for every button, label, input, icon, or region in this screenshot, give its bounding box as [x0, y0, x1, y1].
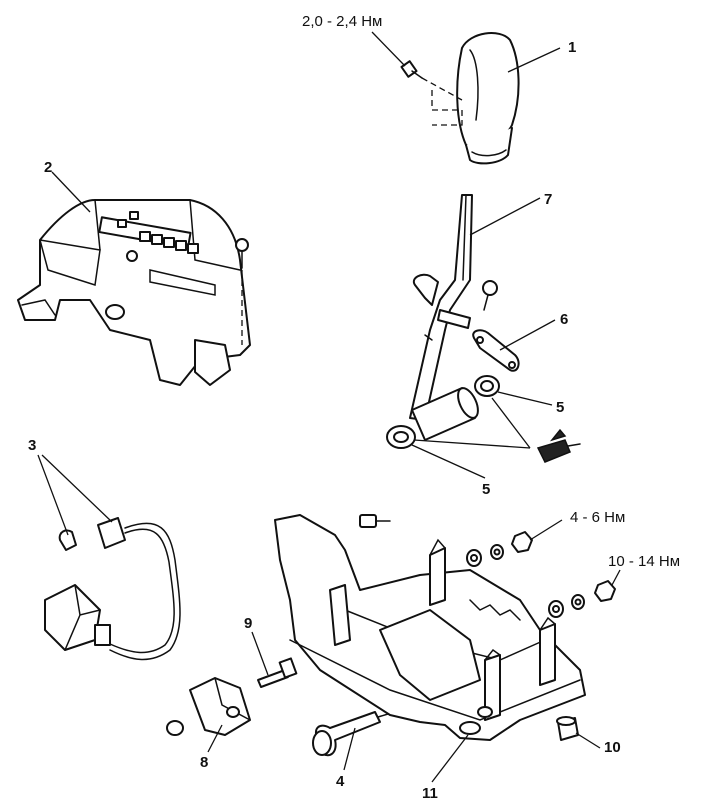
callout-8: 8 [200, 754, 208, 771]
callout-10: 10 [604, 739, 621, 756]
pivot-bolt [257, 657, 298, 688]
callout-7: 7 [544, 191, 552, 208]
bushing-upper [474, 375, 500, 397]
base-bracket [274, 514, 586, 741]
callout-4: 4 [336, 773, 345, 790]
bracket-bolt [359, 514, 391, 528]
callout-9: 9 [244, 615, 252, 632]
wiring-harness [44, 517, 181, 661]
bushing-lower [386, 425, 416, 449]
switch-plate [166, 677, 251, 736]
callout-3: 3 [28, 437, 36, 454]
pin-sleeve [411, 387, 479, 441]
selector-cover [17, 199, 251, 386]
indicator-slots [117, 211, 199, 254]
lever-bolt [482, 280, 498, 311]
shift-knob [456, 32, 520, 165]
leader-lines [37, 31, 621, 783]
callout-5a: 5 [556, 399, 564, 416]
washer-set-large [548, 580, 616, 618]
callout-5b: 5 [482, 481, 490, 498]
callout-1: 1 [568, 39, 576, 56]
washer-set-small [466, 531, 533, 567]
detent-plate [472, 329, 520, 372]
long-pin [312, 711, 389, 757]
collar [556, 716, 579, 741]
torque-small-nut: 4 - 6 Нм [570, 509, 625, 526]
callout-2: 2 [44, 159, 52, 176]
grease-icon [536, 428, 581, 463]
knob-screw [400, 60, 423, 79]
callout-11: 11 [422, 785, 438, 802]
cover-screw [235, 238, 249, 269]
torque-knob-screw: 2,0 - 2,4 Нм [302, 13, 382, 30]
shift-lever [409, 194, 473, 421]
torque-large-nut: 10 - 14 Нм [608, 553, 680, 570]
callout-6: 6 [560, 311, 568, 328]
